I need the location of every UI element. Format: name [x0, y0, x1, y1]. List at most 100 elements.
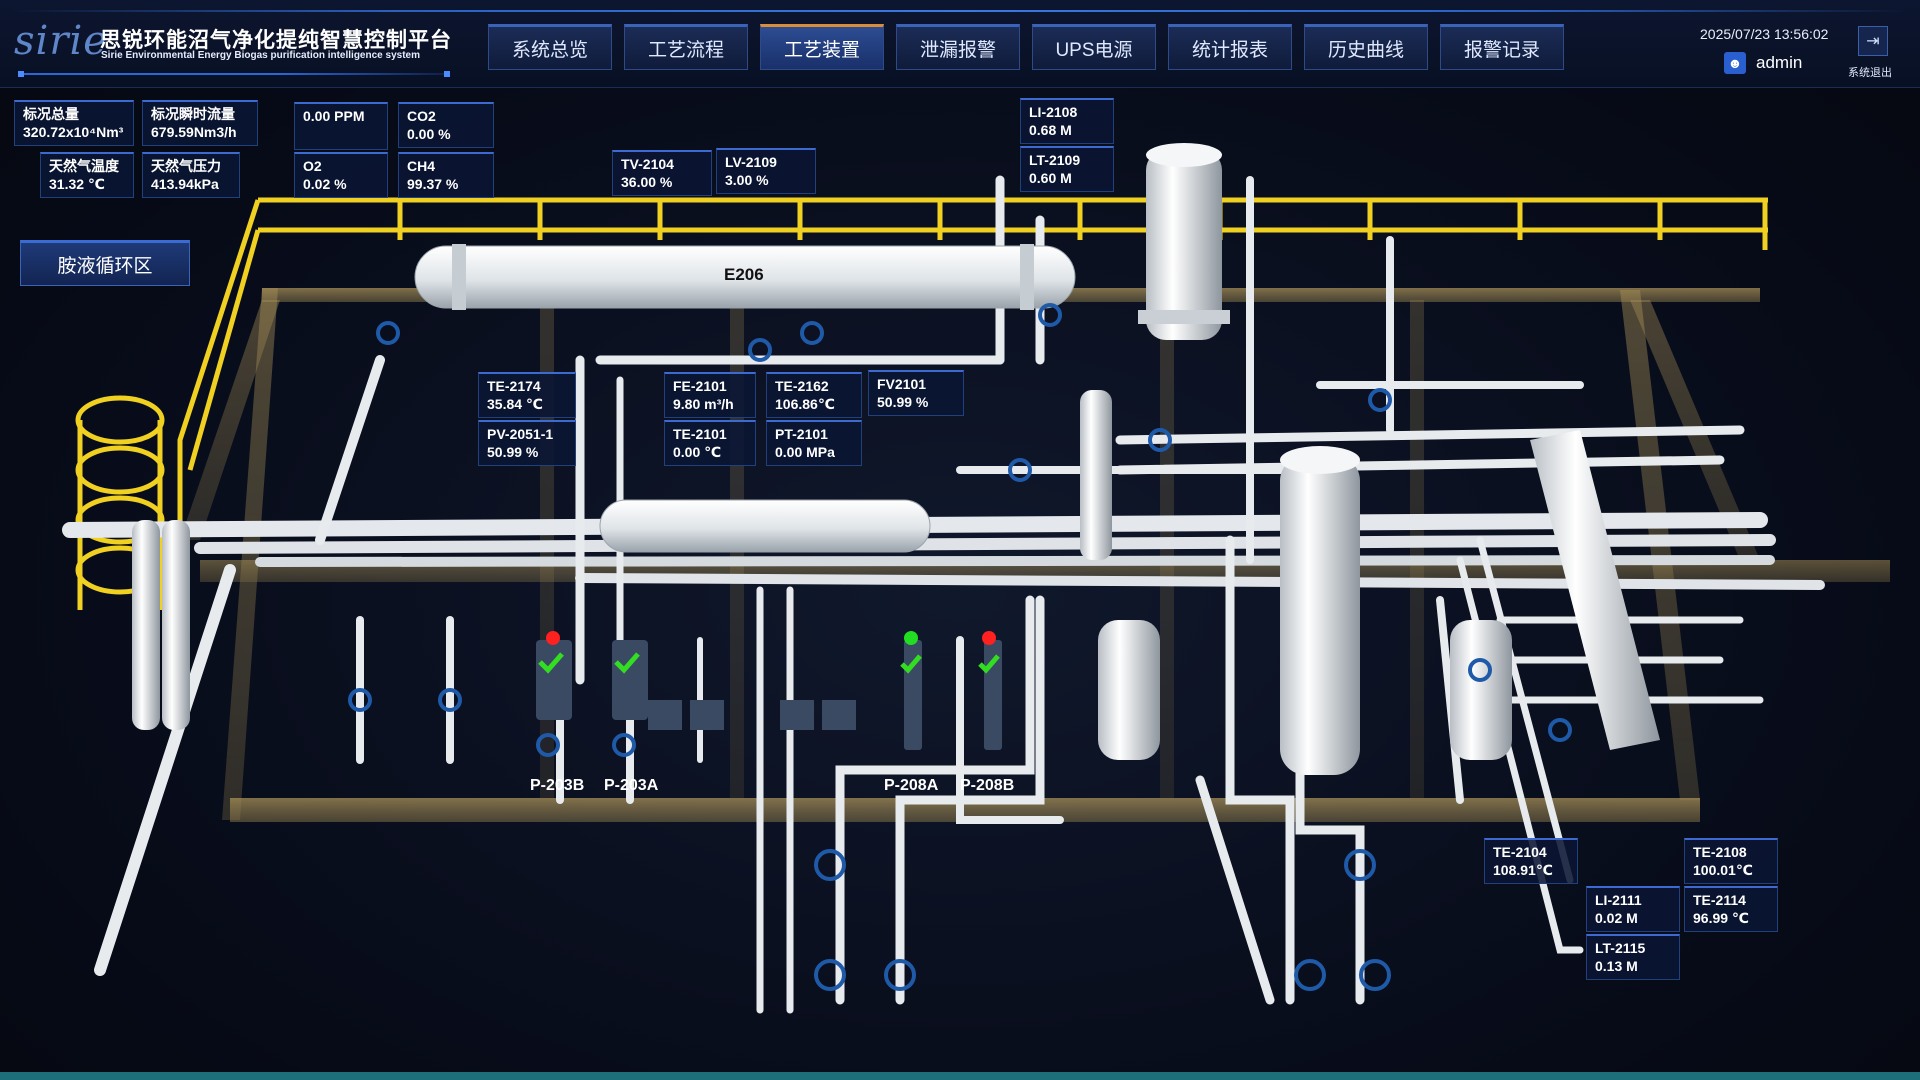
valves: [348, 303, 1572, 991]
tag-name: FV2101: [877, 376, 927, 392]
pump-label: P-208B: [960, 777, 1015, 794]
user-icon: ☻: [1724, 52, 1746, 74]
tag-li2108[interactable]: LI-2108 0.68 M: [1020, 98, 1114, 144]
tag-name: LV-2109: [725, 154, 777, 170]
nav-process-flow[interactable]: 工艺流程: [624, 24, 748, 70]
tag-ch4[interactable]: CH4 99.37 %: [398, 152, 494, 198]
guard-railing: [75, 197, 1768, 610]
tag-li2111[interactable]: LI-2111 0.02 M: [1586, 886, 1680, 932]
tag-value: 679.59Nm3/h: [151, 124, 237, 140]
tag-name: 天然气压力: [151, 158, 221, 174]
tag-lv2109[interactable]: LV-2109 3.00 %: [716, 148, 816, 194]
tag-co2[interactable]: CO2 0.00 %: [398, 102, 494, 148]
brand-logo: sirie: [14, 18, 108, 64]
tag-std-flow[interactable]: 标况瞬时流量 679.59Nm3/h: [142, 100, 258, 146]
tag-name: 标况瞬时流量: [151, 106, 235, 122]
tag-value: 106.86℃: [775, 396, 835, 412]
tag-value: 0.00 %: [407, 126, 451, 142]
tag-te2174[interactable]: TE-2174 35.84 ℃: [478, 372, 576, 418]
tag-pv2051[interactable]: PV-2051-1 50.99 %: [478, 420, 576, 466]
tag-name: LI-2111: [1595, 892, 1642, 908]
heat-exchanger-e206: [414, 244, 1076, 310]
tag-name: TE-2114: [1693, 892, 1746, 908]
logout-button[interactable]: ⇥: [1858, 26, 1888, 56]
tag-gas-press[interactable]: 天然气压力 413.94kPa: [142, 152, 240, 198]
tag-lt2109[interactable]: LT-2109 0.60 M: [1020, 146, 1114, 192]
area-badge[interactable]: 胺液循环区: [20, 240, 190, 286]
tag-value: 0.00 MPa: [775, 444, 835, 460]
pump-label: P-203A: [604, 777, 659, 794]
nav-process-equipment[interactable]: 工艺装置: [760, 24, 884, 70]
tag-value: 0.68 M: [1029, 122, 1072, 138]
tag-te2104[interactable]: TE-2104 108.91℃: [1484, 838, 1578, 884]
pump-label: P-208A: [884, 777, 939, 794]
tag-value: 50.99 %: [877, 394, 929, 410]
logout-label[interactable]: 系统退出: [1848, 67, 1892, 79]
tag-value: 0.02 %: [303, 176, 347, 192]
tag-pt2101[interactable]: PT-2101 0.00 MPa: [766, 420, 862, 466]
tag-value: 36.00 %: [621, 174, 673, 190]
tag-name: PT-2101: [775, 426, 828, 442]
column-top: [1138, 143, 1230, 340]
tag-ppm[interactable]: 0.00 PPM: [294, 102, 388, 150]
header-accent-line: [10, 10, 1910, 12]
tag-value: 99.37 %: [407, 176, 459, 192]
tag-name: TE-2101: [673, 426, 727, 442]
tag-lt2115[interactable]: LT-2115 0.13 M: [1586, 934, 1680, 980]
username: admin: [1756, 53, 1803, 72]
tag-fe2101[interactable]: FE-2101 9.80 m³/h: [664, 372, 756, 418]
tag-te2108[interactable]: TE-2108 100.01℃: [1684, 838, 1778, 884]
tag-value: 31.32 ℃: [49, 176, 105, 192]
nav-statistics-report[interactable]: 统计报表: [1168, 24, 1292, 70]
pump-group-left: [536, 640, 1002, 750]
tag-name: CH4: [407, 158, 436, 174]
pump-label: P-203B: [530, 777, 585, 794]
nav-alarm-records[interactable]: 报警记录: [1440, 24, 1564, 70]
pump-status-indicators: [538, 631, 1000, 674]
tag-name: LT-2109: [1029, 152, 1081, 168]
tag-te2162[interactable]: TE-2162 106.86℃: [766, 372, 862, 418]
tag-value: 0.00 ℃: [673, 444, 722, 460]
nav-system-overview[interactable]: 系统总览: [488, 24, 612, 70]
tag-name: O2: [303, 158, 322, 174]
app-title: 思锐环能沼气净化提纯智慧控制平台: [100, 29, 452, 52]
tag-name: 标况总量: [23, 106, 79, 122]
tag-te2101[interactable]: TE-2101 0.00 ℃: [664, 420, 756, 466]
tag-std-total[interactable]: 标况总量 320.72x10⁴Nm³: [14, 100, 134, 146]
main-nav: 系统总览 工艺流程 工艺装置 泄漏报警 UPS电源 统计报表 历史曲线 报警记录: [488, 24, 1564, 70]
tag-o2[interactable]: O2 0.02 %: [294, 152, 388, 198]
tag-fv2101[interactable]: FV2101 50.99 %: [868, 370, 964, 416]
tag-name: TE-2104: [1493, 844, 1547, 860]
app-subtitle: Sirie Environmental Energy Biogas purifi…: [101, 50, 420, 61]
tag-value: 0.60 M: [1029, 170, 1072, 186]
nav-ups-power[interactable]: UPS电源: [1032, 24, 1156, 70]
tag-gas-temp[interactable]: 天然气温度 31.32 ℃: [40, 152, 134, 198]
equipment-label-e206: E206: [724, 265, 764, 284]
tag-name: PV-2051-1: [487, 426, 554, 442]
tag-value: 108.91℃: [1493, 862, 1553, 878]
nav-history-curve[interactable]: 历史曲线: [1304, 24, 1428, 70]
tag-value: 0.02 M: [1595, 910, 1638, 926]
tag-value: 320.72x10⁴Nm³: [23, 124, 124, 140]
tag-name: FE-2101: [673, 378, 727, 394]
tag-tv2104[interactable]: TV-2104 36.00 %: [612, 150, 712, 196]
tag-value: 50.99 %: [487, 444, 539, 460]
tag-value: 9.80 m³/h: [673, 396, 734, 412]
tag-name: LT-2115: [1595, 940, 1646, 956]
user-info[interactable]: ☻ admin: [1724, 52, 1802, 74]
nav-leak-alarm[interactable]: 泄漏报警: [896, 24, 1020, 70]
tag-name: TE-2174: [487, 378, 541, 394]
tag-value: 100.01℃: [1693, 862, 1753, 878]
tag-value: 35.84 ℃: [487, 396, 543, 412]
top-header: sirie 思锐环能沼气净化提纯智慧控制平台 Sirie Environment…: [0, 0, 1920, 88]
logout-icon: ⇥: [1866, 33, 1880, 50]
tag-value: 413.94kPa: [151, 176, 219, 192]
tag-name: CO2: [407, 108, 436, 124]
tag-name: TE-2162: [775, 378, 829, 394]
pipe-headers: [62, 175, 1825, 1014]
tag-name: TE-2108: [1693, 844, 1747, 860]
tag-te2114[interactable]: TE-2114 96.99 ℃: [1684, 886, 1778, 932]
tag-value: 0.00 PPM: [303, 108, 365, 124]
tag-name: LI-2108: [1029, 104, 1078, 120]
